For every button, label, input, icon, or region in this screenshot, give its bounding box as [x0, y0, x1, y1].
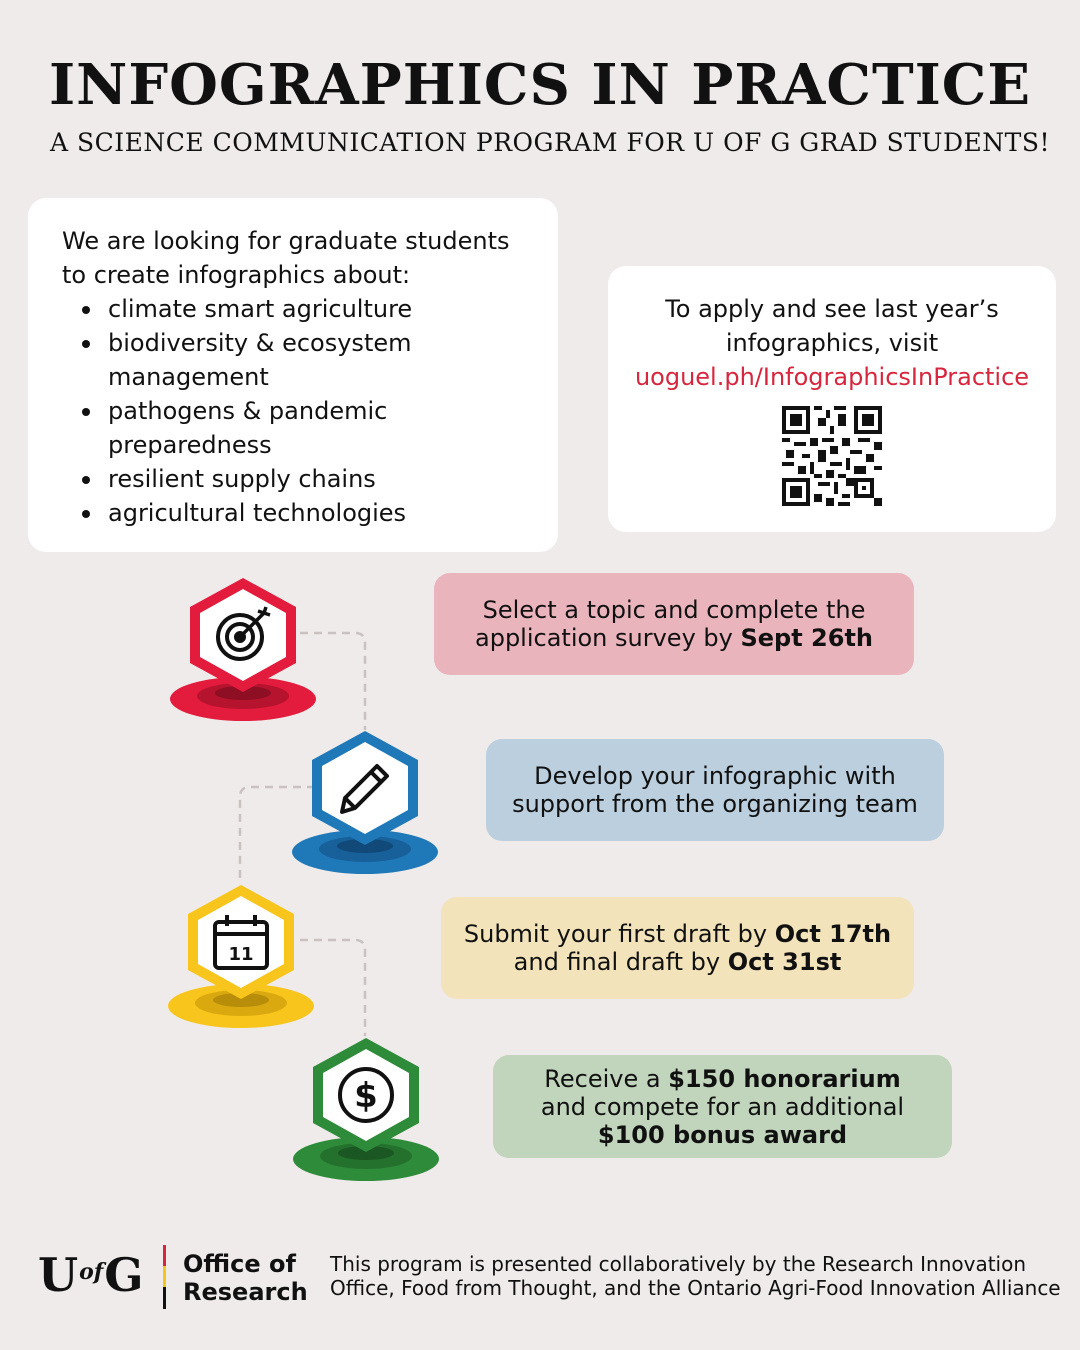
pin-step-2	[292, 731, 438, 874]
step-2-text: Develop your infographic with support fr…	[512, 762, 918, 818]
apply-link[interactable]: uoguel.ph/InfographicsInPractice	[634, 363, 1030, 391]
step-4-box: Receive a $150 honorarium and compete fo…	[493, 1055, 952, 1158]
qr-code[interactable]	[782, 406, 882, 506]
apply-text-line-2: infographics, visit	[725, 329, 939, 357]
topic-item: biodiversity & ecosystem management	[78, 326, 418, 394]
step-2-box: Develop your infographic with support fr…	[486, 739, 944, 841]
topics-intro-line-2: to create infographics about:	[62, 261, 411, 289]
step-3-box: Submit your first draft by Oct 17th and …	[441, 897, 914, 999]
step-3-final-deadline: Oct 31st	[727, 948, 842, 976]
topic-item: pathogens & pandemic preparedness	[78, 394, 418, 462]
office-of-research: Office of Research	[183, 1250, 308, 1306]
topic-item: climate smart agriculture	[78, 292, 524, 326]
topics-card: We are looking for graduate students to …	[28, 198, 558, 552]
page-title: INFOGRAPHICS IN PRACTICE	[48, 52, 1032, 118]
svg-text:$: $	[354, 1076, 378, 1116]
step-4-honorarium: $150 honorarium	[668, 1064, 901, 1093]
apply-card: To apply and see last year’s infographic…	[608, 266, 1056, 532]
pin-step-3: 11	[168, 885, 314, 1028]
topics-intro-line-1: We are looking for graduate students	[62, 227, 510, 255]
pin-step-4: $	[293, 1038, 439, 1181]
topic-item: resilient supply chains	[78, 462, 524, 496]
page-subtitle: A SCIENCE COMMUNICATION PROGRAM FOR U OF…	[50, 128, 1050, 157]
apply-text-line-1: To apply and see last year’s	[665, 295, 999, 323]
pencil-icon	[340, 764, 389, 814]
topic-item: agricultural technologies	[78, 496, 524, 530]
footer-note: This program is presented collaborativel…	[330, 1252, 1061, 1300]
calendar-day-number: 11	[228, 944, 253, 965]
step-1-deadline: Sept 26th	[740, 624, 873, 652]
dollar-icon: $	[338, 1067, 394, 1123]
topics-list: climate smart agriculture biodiversity &…	[78, 292, 524, 530]
pin-step-1	[170, 578, 316, 721]
target-icon	[216, 606, 271, 661]
calendar-icon	[213, 915, 269, 970]
step-4-text-a: Receive a	[544, 1064, 669, 1093]
step-3-text-b: and final draft by	[513, 948, 728, 976]
step-4-bonus: $100 bonus award	[597, 1120, 848, 1149]
step-1-box: Select a topic and complete the applicat…	[434, 573, 914, 675]
step-3-text-a: Submit your first draft by	[463, 920, 775, 948]
step-3-first-deadline: Oct 17th	[774, 920, 892, 948]
footer-divider	[163, 1245, 166, 1309]
step-4-text-b: and compete for an additional	[540, 1092, 905, 1121]
step-1-text: Select a topic and complete the applicat…	[475, 596, 866, 652]
